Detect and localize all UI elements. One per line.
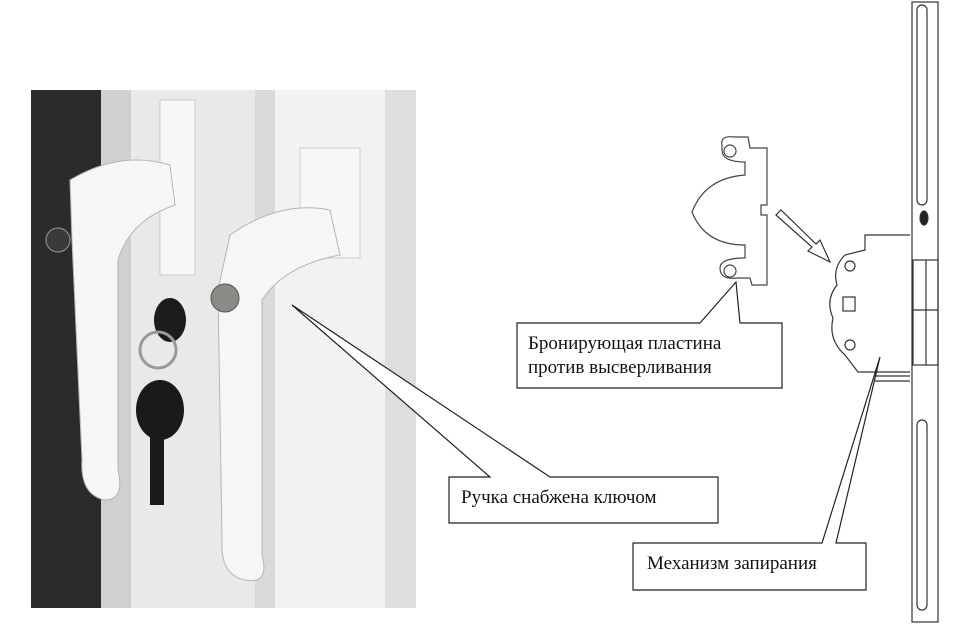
locking-mechanism-drawing bbox=[829, 1, 939, 623]
window-handle-photo bbox=[31, 90, 416, 608]
callout-mechanism-label: Механизм запирания bbox=[647, 553, 817, 574]
callout-armor-plate-label: Бронирующая пластина против высверливани… bbox=[528, 332, 721, 380]
callout-handle-balloon bbox=[291, 304, 719, 524]
callout-handle-label: Ручка снабжена ключом bbox=[461, 487, 657, 508]
callout-armor-plate-balloon bbox=[516, 280, 783, 389]
callout-armor-plate-line1: Бронирующая пластина bbox=[528, 333, 722, 354]
armor-plate-drawing bbox=[691, 136, 768, 286]
callout-mechanism-balloon bbox=[632, 356, 881, 591]
arrow-icon bbox=[775, 209, 832, 264]
callout-armor-plate-line2: против высверливания bbox=[528, 357, 712, 378]
